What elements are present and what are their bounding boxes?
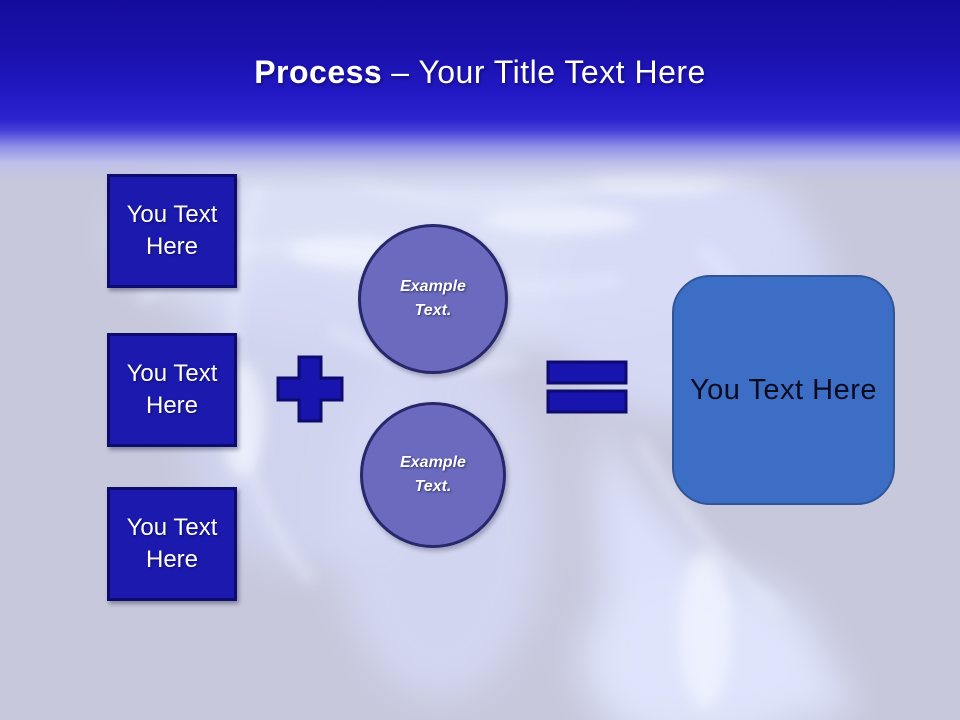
placeholder-box-3[interactable]: You Text Here — [107, 487, 237, 601]
result-box-label: You Text Here — [689, 373, 878, 406]
example-circle-1[interactable]: Example Text. — [358, 224, 508, 374]
placeholder-box-3-label: You Text Here — [126, 513, 218, 573]
slide-title-keyword: Process — [254, 54, 383, 90]
placeholder-box-2[interactable]: You Text Here — [107, 333, 237, 447]
example-circle-1-label: Example Text. — [400, 278, 466, 319]
plus-icon — [276, 355, 344, 423]
result-box[interactable]: You Text Here — [672, 275, 895, 505]
placeholder-box-1[interactable]: You Text Here — [107, 174, 237, 288]
equals-icon — [546, 360, 628, 414]
slide-title-subtitle: – Your Title Text Here — [391, 54, 706, 90]
example-circle-2[interactable]: Example Text. — [360, 402, 506, 548]
placeholder-box-2-label: You Text Here — [126, 359, 218, 419]
placeholder-box-1-label: You Text Here — [126, 200, 218, 260]
example-circle-2-label: Example Text. — [400, 454, 466, 495]
slide-title[interactable]: Process– Your Title Text Here — [0, 54, 960, 91]
